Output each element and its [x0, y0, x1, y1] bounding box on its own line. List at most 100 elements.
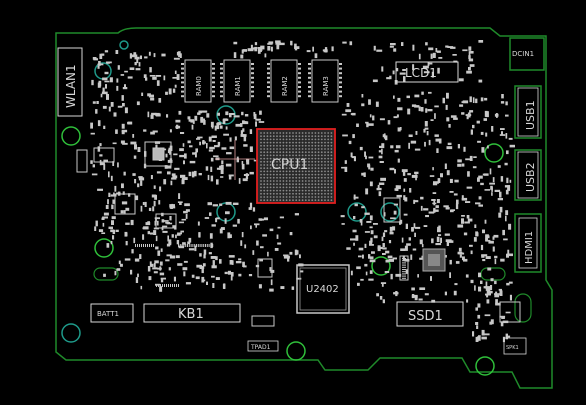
smd-pad: [485, 281, 488, 288]
smd-pad: [181, 218, 187, 221]
smd-pad: [466, 215, 470, 219]
smd-pad: [219, 203, 223, 206]
smd-pad: [210, 175, 214, 182]
smd-pad: [114, 270, 117, 276]
cpu-ball: [304, 176, 307, 179]
smd-pad: [138, 177, 145, 181]
cpu-ball: [269, 164, 272, 166]
smd-pad: [259, 218, 264, 221]
smd-pad: [202, 263, 206, 267]
smd-pad: [484, 189, 491, 191]
connector-pin: [192, 244, 194, 247]
smd-pad: [190, 120, 194, 123]
smd-pad: [161, 226, 164, 231]
cpu-ball: [266, 144, 269, 147]
smd-pad: [465, 158, 472, 161]
smd-pad: [500, 321, 504, 327]
smd-pad: [259, 110, 262, 115]
ram-pin: [212, 86, 215, 88]
connector-pin: [160, 284, 161, 287]
smd-pad: [121, 123, 125, 129]
cpu-ball: [285, 164, 288, 166]
smd-pad: [167, 235, 169, 242]
smd-pad: [344, 160, 347, 164]
oval-cutouts: [93, 267, 532, 323]
smd-pad: [449, 178, 453, 183]
smd-pad: [403, 213, 408, 216]
cpu-ball: [311, 173, 314, 176]
smd-pad: [168, 241, 172, 246]
cpu-ball: [314, 160, 317, 163]
smd-pad: [140, 180, 143, 186]
smd-pad: [505, 114, 509, 117]
cpu-ball: [282, 154, 285, 157]
smd-pad: [230, 275, 233, 281]
smd-pad: [424, 141, 426, 147]
smd-pad: [381, 236, 384, 242]
cpu-ball: [266, 189, 269, 192]
smd-pad: [185, 209, 190, 212]
connector-pin: [188, 244, 190, 247]
smd-pad: [96, 101, 99, 104]
smd-pad: [207, 174, 210, 181]
smd-pad: [408, 134, 413, 137]
cpu-ball: [311, 170, 314, 173]
cpu-ball: [272, 170, 275, 173]
smd-pad: [344, 166, 348, 172]
cpu-ball: [282, 183, 285, 186]
cpu-ball: [279, 154, 282, 157]
smd-pad: [361, 103, 365, 107]
cpu-ball: [324, 144, 326, 147]
smd-pad: [159, 286, 163, 292]
smd-pad: [407, 173, 411, 176]
cpu-ball: [272, 154, 275, 157]
smd-pad: [110, 102, 114, 107]
smd-pad: [242, 128, 245, 132]
smd-pad: [397, 158, 400, 163]
ram-pin: [308, 63, 311, 65]
cpu-ball: [324, 160, 326, 163]
smd-pad: [249, 171, 254, 175]
ram-pin: [267, 72, 270, 75]
ram-pin: [220, 81, 223, 84]
smd-pad: [151, 194, 156, 198]
smd-pad: [382, 134, 385, 138]
cpu-ball: [288, 141, 291, 144]
cpu-ball: [314, 189, 317, 192]
smd-pad: [152, 206, 155, 212]
smd-pad: [487, 267, 492, 271]
smd-pad: [196, 138, 201, 140]
ram-pin: [220, 76, 223, 79]
smd-pad: [216, 124, 220, 130]
smd-pad: [150, 175, 153, 180]
smd-pad: [242, 49, 247, 52]
smd-pad: [95, 109, 98, 114]
smd-pad: [103, 159, 108, 162]
smd-pad: [375, 101, 379, 107]
smd-pad: [368, 123, 374, 126]
smd-pad: [228, 113, 235, 115]
smd-pad: [104, 71, 109, 75]
cpu-ball: [295, 186, 298, 189]
smd-pad: [283, 254, 289, 257]
smd-pad: [115, 129, 118, 134]
smd-pad: [437, 229, 441, 233]
smd-pad: [116, 268, 120, 271]
smd-pad: [135, 195, 139, 201]
connector-pin: [203, 244, 205, 247]
smd-pad: [369, 114, 372, 118]
smd-pad: [129, 67, 135, 70]
cpu-ball: [301, 135, 304, 138]
cpu-ball: [292, 180, 294, 182]
connector-pin: [168, 284, 169, 287]
smd-pad: [506, 282, 510, 286]
smd-pad: [233, 115, 240, 118]
smd-pad: [134, 144, 137, 150]
smd-pad: [378, 155, 383, 159]
cpu-ball: [263, 138, 266, 141]
cpu-ball: [276, 138, 278, 141]
smd-pad: [112, 199, 116, 204]
smd-pad: [468, 67, 471, 71]
smd-pad: [494, 189, 501, 192]
smd-pad: [453, 193, 458, 196]
